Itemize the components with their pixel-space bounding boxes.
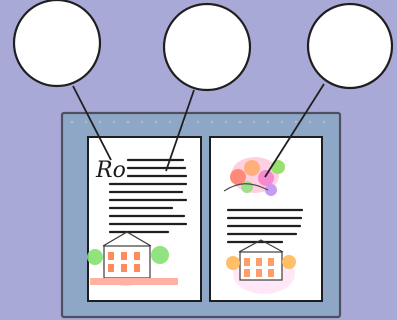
book-page-left: Ro: [87, 137, 201, 301]
drop-cap-initial: Ro: [95, 158, 126, 183]
book-page-right: [210, 137, 322, 301]
callout-circle-middle: [164, 4, 250, 90]
callout-circle-left: [14, 0, 100, 86]
callout-circle-right: [308, 4, 392, 88]
